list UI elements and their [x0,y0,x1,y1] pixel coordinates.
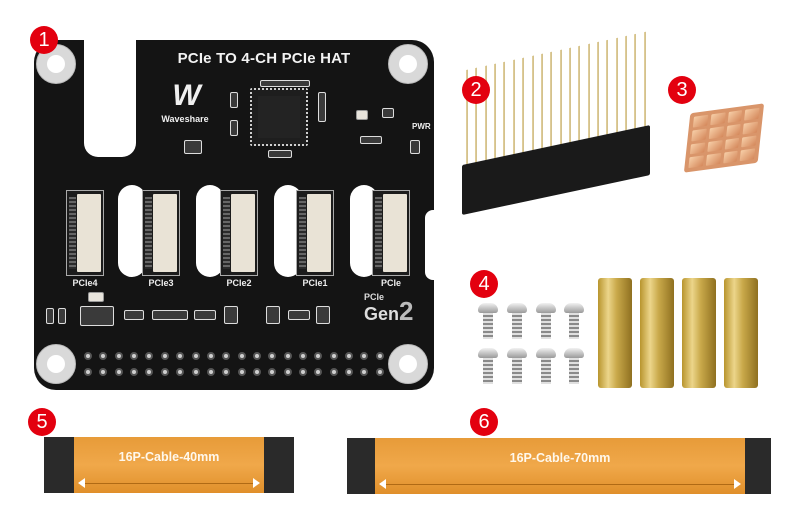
waveshare-logo: W Waveshare [150,79,220,125]
smd-component [260,80,310,87]
cable-ribbon: 16P-Cable-40mm [74,437,264,493]
screw [536,303,556,341]
pcie-switch-chip [250,88,308,146]
board-title: PCIe TO 4-CH PCIe HAT [177,50,351,67]
screw [507,348,527,386]
arrow-left-icon [78,478,85,488]
fpc-connector-pcie1 [296,190,334,276]
copper-standoff [598,278,632,388]
smd-component [124,310,144,320]
smd-component [230,92,238,108]
length-indicator [381,484,739,485]
voltage-regulator [88,292,104,302]
arrow-left-icon [379,479,386,489]
smd-component [410,140,420,154]
arrow-right-icon [253,478,260,488]
smd-component [288,310,310,320]
badge-6: 6 [470,408,498,436]
fpc-connector-pcie [372,190,410,276]
cable-connector-end [264,437,294,493]
cable-connector-end [44,437,74,493]
badge-3: 3 [668,76,696,104]
badge-2: 2 [462,76,490,104]
mount-hole-bottom-right [388,344,428,384]
pin-header-2x20 [462,31,652,220]
cable-16p-40mm: 16P-Cable-40mm [44,437,294,493]
screw [478,348,498,386]
board-slot [118,185,146,277]
brand-name: Waveshare [161,114,209,124]
smd-component [382,108,394,118]
smd-component [230,120,238,136]
cable-label: 16P-Cable-70mm [509,451,611,465]
pcie-hat-board: PCIe TO 4-CH PCIe HAT W Waveshare PWR PC… [34,39,435,390]
screw [536,348,556,386]
screw [564,348,584,386]
pcie-gen2-badge: PCIe Gen2 [364,292,414,326]
ic-component [316,306,330,324]
cable-connector-end [745,438,771,494]
smd-component [194,310,216,320]
voltage-regulator-body [80,306,114,326]
ic-component [266,306,280,324]
mount-hole-bottom-left [36,344,76,384]
board-slot [196,185,224,277]
gen-badge-main: Gen2 [364,296,414,326]
smd-component [268,150,292,158]
copper-standoff [724,278,758,388]
arrow-right-icon [734,479,741,489]
fpc-connector-pcie2 [220,190,258,276]
length-indicator [80,483,258,484]
screw [564,303,584,341]
copper-standoff [682,278,716,388]
mount-hole-top-right [388,44,428,84]
gpio-row-top [84,352,384,362]
waveshare-logo-icon: W [172,79,200,112]
board-notch [84,39,136,157]
connector-label-pcie1: PCIe1 [302,278,328,288]
gpio-row-bottom [84,368,384,378]
gen-badge-top: PCIe [364,292,385,302]
cable-16p-70mm: 16P-Cable-70mm [347,438,771,494]
connector-label-pcie4: PCIe4 [72,278,98,288]
cable-label: 16P-Cable-40mm [118,450,220,464]
smd-component [184,140,202,154]
pwr-label: PWR [412,122,431,131]
connector-label-pcie3: PCIe3 [148,278,174,288]
smd-component [356,110,368,120]
badge-1: 1 [30,26,58,54]
screw [507,303,527,341]
badge-5: 5 [28,408,56,436]
connector-label-pcie2: PCIe2 [226,278,252,288]
copper-standoff [640,278,674,388]
screw [478,303,498,341]
copper-heatsink [683,103,765,173]
smd-component [318,92,326,122]
badge-4: 4 [470,270,498,298]
smd-component [360,136,382,144]
fpc-connector-pcie3 [142,190,180,276]
ic-component [224,306,238,324]
cable-connector-end [347,438,375,494]
smd-component [58,308,66,324]
mount-hole-top-left [36,44,76,84]
smd-component [152,310,188,320]
connector-label-pcie: PCIe [380,278,401,288]
fpc-connector-pcie4 [66,190,104,276]
smd-component [46,308,54,324]
cable-ribbon: 16P-Cable-70mm [375,438,745,494]
board-edge-notch [425,210,435,280]
